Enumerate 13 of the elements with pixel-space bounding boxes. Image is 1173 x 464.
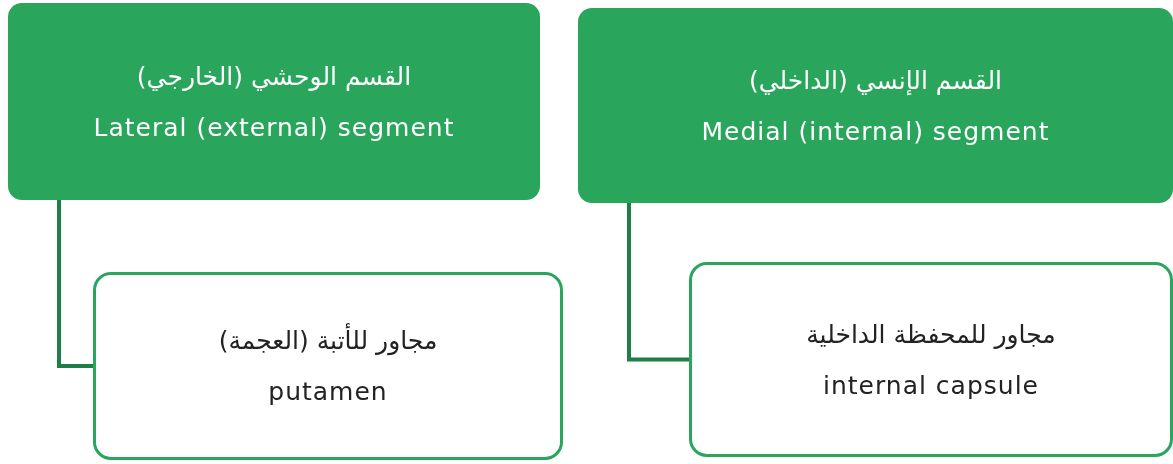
segment-box [578, 8, 1173, 203]
segment-box [8, 3, 540, 200]
english-label: putamen [268, 377, 388, 406]
relation-box [689, 262, 1173, 457]
connector-line [57, 200, 93, 368]
arabic-label: مجاور للمحفظة الداخلية [806, 319, 1056, 349]
arabic-label: القسم الإنسي (الداخلي) [749, 65, 1002, 95]
relation-box [93, 272, 563, 460]
english-label: Lateral (external) segment [93, 112, 455, 142]
english-label: Medial (internal) segment [701, 116, 1050, 146]
english-label: internal capsule [823, 370, 1039, 400]
arabic-label: القسم الوحشي (الخارجي) [136, 61, 412, 91]
connector-line [627, 203, 689, 362]
